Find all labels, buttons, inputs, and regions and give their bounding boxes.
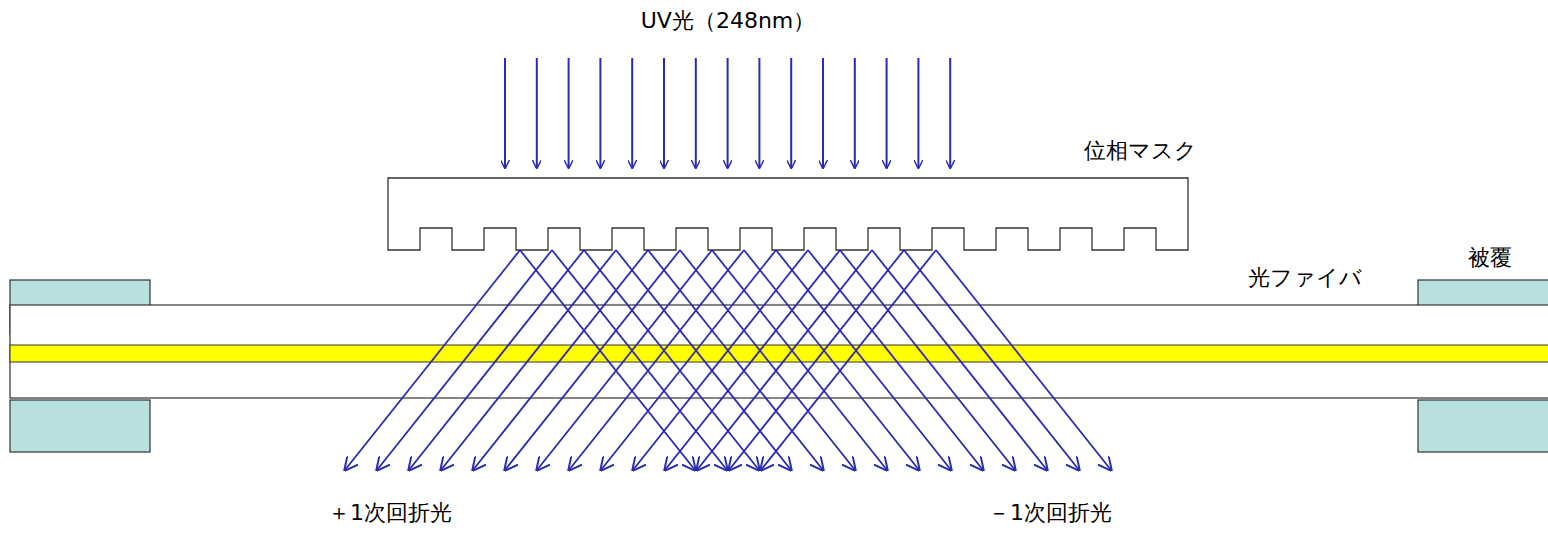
phase-mask (388, 178, 1188, 250)
uv-arrow (727, 58, 729, 168)
uv-arrow (695, 58, 697, 168)
diffracted-ray (729, 250, 904, 470)
diffracted-ray (648, 250, 823, 470)
uv-arrow (536, 58, 538, 168)
diffracted-ray (473, 250, 648, 470)
diffracted-ray (904, 250, 1079, 470)
uv-arrow (917, 58, 919, 168)
diffracted-ray (808, 250, 983, 470)
diffracted-ray (569, 250, 744, 470)
diffracted-ray (697, 250, 872, 470)
diffracted-ray (776, 250, 951, 470)
uv-arrow (568, 58, 570, 168)
diffracted-ray (744, 250, 919, 470)
coating-block (1418, 400, 1548, 452)
fiber-core (10, 345, 1548, 362)
diffracted-ray (505, 250, 680, 470)
diffracted-ray (552, 250, 727, 470)
fiber-cladding (10, 305, 1548, 398)
coating-block (10, 400, 150, 452)
diffracted-ray (584, 250, 759, 470)
diffracted-ray (616, 250, 791, 470)
uv-arrow (631, 58, 633, 168)
diffracted-ray (680, 250, 855, 470)
order-label: －1次回折光 (988, 500, 1112, 526)
uv-arrow (790, 58, 792, 168)
uv-arrow (886, 58, 888, 168)
diffracted-ray (712, 250, 887, 470)
diffracted-ray (520, 250, 695, 470)
part-label: 被覆 (1468, 245, 1512, 271)
diffracted-ray (936, 250, 1111, 470)
uv-arrows (505, 58, 950, 168)
part-label: 位相マスク (1084, 138, 1197, 164)
uv-arrow (854, 58, 856, 168)
diffracted-ray (840, 250, 1015, 470)
uv-arrow (822, 58, 824, 168)
diffracted-ray (761, 250, 936, 470)
diffracted-ray (409, 250, 584, 470)
diffracted-ray (633, 250, 808, 470)
diffracted-ray (665, 250, 840, 470)
order-label: ＋1次回折光 (328, 500, 452, 526)
diffracted-ray (441, 250, 616, 470)
uv-arrow (663, 58, 665, 168)
diffracted-ray (537, 250, 712, 470)
uv-arrow (599, 58, 601, 168)
diffracted-ray (345, 250, 520, 470)
diffracted-rays (345, 250, 1111, 470)
part-label: 光ファイバ (1248, 265, 1362, 291)
diffracted-ray (601, 250, 776, 470)
diffracted-ray (377, 250, 552, 470)
uv-arrow (504, 58, 506, 168)
light-label: UV光（248nm） (641, 8, 816, 34)
uv-arrow (949, 58, 951, 168)
uv-arrow (758, 58, 760, 168)
diffracted-ray (872, 250, 1047, 470)
